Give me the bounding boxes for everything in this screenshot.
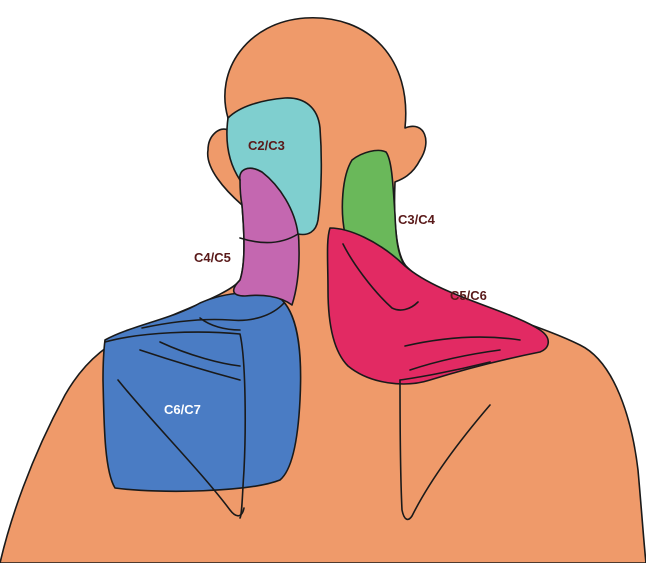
- region-c6-c7: [103, 293, 301, 492]
- label-c2-c3: C2/C3: [248, 138, 285, 153]
- label-c6-c7: C6/C7: [164, 402, 201, 417]
- label-c4-c5: C4/C5: [194, 250, 231, 265]
- body-silhouette: [0, 18, 646, 563]
- label-c3-c4: C3/C4: [398, 212, 436, 227]
- label-c5-c6: C5/C6: [450, 288, 487, 303]
